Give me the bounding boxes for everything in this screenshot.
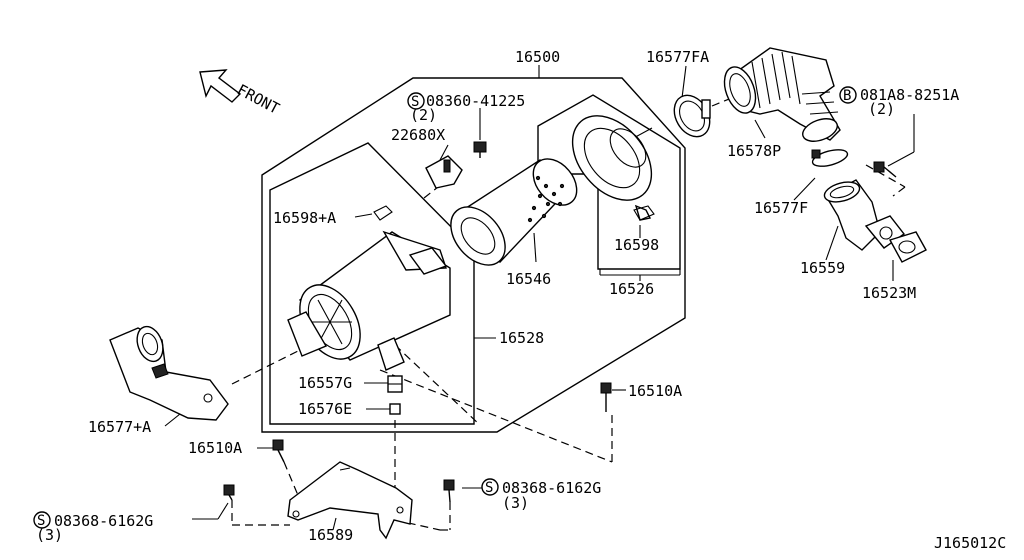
sensor-22680X — [425, 155, 463, 189]
label-16546: 16546 — [506, 270, 551, 288]
label-08368-left-code: 08368-6162G — [54, 512, 153, 530]
grommet-16557G — [387, 375, 403, 393]
label-16598A: 16598+A — [273, 209, 336, 227]
label-08368-left-qty: (3) — [36, 526, 63, 544]
filter-element — [450, 158, 578, 266]
label-16576E: 16576E — [298, 400, 352, 418]
label-081A8-code: 081A8-8251A — [860, 86, 959, 104]
label-16528: 16528 — [499, 329, 544, 347]
bolt-081A8 — [873, 161, 897, 178]
bolt-08368-left — [223, 484, 235, 501]
assembly-outline-16500 — [261, 77, 686, 433]
bolt-16510A-left — [272, 439, 285, 463]
label-16523M: 16523M — [862, 284, 916, 302]
leader-lines — [164, 65, 915, 531]
housing-outline-16528 — [269, 142, 475, 425]
label-16589: 16589 — [308, 526, 353, 544]
clamp-16577FA — [673, 94, 711, 138]
label-16500: 16500 — [515, 48, 560, 66]
label-16557G: 16557G — [298, 374, 352, 392]
front-label: FRONT — [234, 81, 282, 118]
bolt-symbol: B — [839, 86, 857, 104]
label-08368-right-code: 08368-6162G — [502, 479, 601, 497]
label-08360-qty: (2) — [410, 106, 437, 124]
label-16559: 16559 — [800, 259, 845, 277]
bolt-16510A-right — [600, 382, 612, 412]
label-16577FA: 16577FA — [646, 48, 709, 66]
screw-symbol-left: S — [33, 511, 51, 529]
label-08368-right-qty: (3) — [502, 494, 529, 512]
duct-16577A — [109, 325, 229, 421]
label-16510A-left: 16510A — [188, 439, 242, 457]
clip-16598 — [633, 205, 655, 221]
label-08360-code: 08360-41225 — [426, 92, 525, 110]
part-16576E — [389, 403, 401, 415]
svg-text:S: S — [37, 513, 45, 529]
screw-symbol-top: S — [407, 92, 425, 110]
label-16526: 16526 — [609, 280, 654, 298]
label-081A8-qty: (2) — [868, 100, 895, 118]
label-16577A: 16577+A — [88, 418, 151, 436]
front-direction-arrow — [199, 69, 242, 103]
gasket-16523M — [888, 231, 927, 263]
drawing-code: J165012C — [934, 534, 1006, 552]
intake-duct-16578P — [723, 47, 841, 142]
label-16510A-right: 16510A — [628, 382, 682, 400]
label-16598: 16598 — [614, 236, 659, 254]
screw-08360 — [473, 141, 487, 158]
svg-text:S: S — [411, 94, 419, 110]
screw-symbol-right: S — [481, 478, 499, 496]
label-16577F: 16577F — [754, 199, 808, 217]
label-16578P: 16578P — [727, 142, 781, 160]
air-cleaner-cover — [571, 115, 653, 221]
air-cleaner-housing — [287, 230, 451, 371]
label-22680X: 22680X — [391, 126, 445, 144]
bolt-08368-right — [443, 479, 455, 503]
svg-text:S: S — [485, 480, 493, 496]
clip-16598A — [373, 205, 393, 221]
clamp-16577F — [811, 149, 849, 167]
bracket-16589 — [287, 461, 413, 540]
svg-text:B: B — [843, 88, 851, 104]
